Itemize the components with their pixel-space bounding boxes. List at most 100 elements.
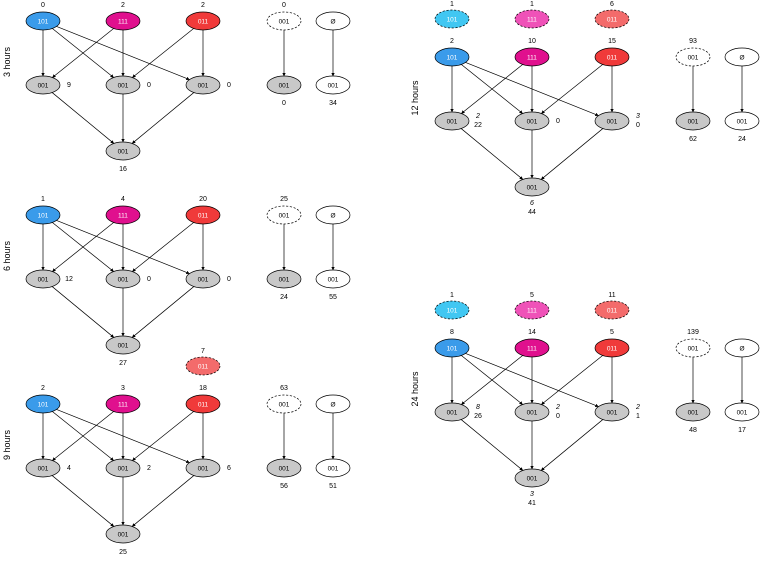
node-011-dashed-label: 011	[607, 16, 618, 23]
node-011-label: 011	[607, 345, 618, 352]
node-111: 111	[105, 205, 141, 225]
node-001-mid-label: 001	[118, 82, 129, 89]
side-bottom-count: 55	[329, 294, 337, 301]
edge	[460, 128, 524, 180]
node-001-side-white-label: 001	[328, 276, 339, 283]
node-101-dashed-shape	[434, 300, 470, 320]
node-011: 011	[594, 338, 630, 358]
node-011-label: 011	[198, 401, 209, 408]
node-101-shape	[434, 47, 470, 67]
top-count: 2	[121, 2, 125, 9]
node-001-dashed-label: 001	[279, 18, 290, 25]
node-111-shape	[514, 338, 550, 358]
node-001-mid-shape	[185, 75, 221, 95]
node-111-label: 111	[118, 18, 128, 25]
edge	[540, 128, 604, 180]
node-101-shape	[25, 394, 61, 414]
top-count: 14	[528, 329, 536, 336]
mid-count: 1	[636, 413, 640, 420]
node-empty-set: Ø	[724, 47, 760, 67]
node-111-dashed-label: 111	[527, 16, 537, 23]
node-001-mid-shape	[594, 111, 630, 131]
side-top-count: 25	[280, 196, 288, 203]
node-101-dashed-label: 101	[447, 307, 458, 314]
node-101-dashed: 101	[434, 9, 470, 29]
side-top-count: 0	[282, 2, 286, 9]
node-001-bottom-shape	[105, 141, 141, 161]
node-011: 011	[185, 205, 221, 225]
mid-count-italic: 2	[475, 113, 480, 120]
mid-count: 22	[474, 122, 482, 129]
node-empty-set-label: Ø	[330, 212, 335, 219]
node-001-side-white-shape	[315, 75, 351, 95]
side-bottom-count: 51	[329, 483, 337, 490]
node-001-mid-label: 001	[198, 276, 209, 283]
mid-count: 0	[227, 82, 231, 89]
mid-count-italic: 2	[555, 404, 560, 411]
mid-count: 0	[147, 276, 151, 283]
edge	[461, 355, 523, 405]
edge	[51, 286, 115, 338]
node-001-dashed-label: 001	[688, 54, 699, 61]
node-001-side: 001	[266, 269, 302, 289]
node-001-dashed-shape	[675, 47, 711, 67]
node-001-side-white-shape	[315, 269, 351, 289]
node-111: 111	[105, 11, 141, 31]
edge	[460, 419, 524, 471]
edge	[52, 411, 114, 461]
node-101-label: 101	[447, 54, 458, 61]
node-001-dashed-shape	[675, 338, 711, 358]
node-101-shape	[25, 11, 61, 31]
edge	[540, 419, 604, 471]
node-001-bottom: 001	[514, 468, 550, 488]
node-001-side-label: 001	[688, 409, 699, 416]
node-001-bottom: 001	[105, 335, 141, 355]
dashed-count: 6	[610, 1, 614, 8]
panel-title: 24 hours	[410, 371, 420, 407]
node-001-bottom-label: 001	[118, 342, 129, 349]
side-bottom-count: 24	[280, 294, 288, 301]
top-count: 2	[201, 2, 205, 9]
node-101-label: 101	[38, 401, 49, 408]
node-empty-set-label: Ø	[739, 345, 744, 352]
node-001-mid-shape	[594, 402, 630, 422]
bottom-count: 25	[119, 549, 127, 556]
node-101-shape	[25, 205, 61, 225]
node-empty-set: Ø	[315, 205, 351, 225]
node-011-label: 011	[607, 54, 618, 61]
node-001-mid-shape	[105, 75, 141, 95]
dashed-count: 1	[450, 292, 454, 299]
node-001-bottom: 001	[105, 141, 141, 161]
node-001-mid: 001	[514, 402, 550, 422]
top-count: 8	[450, 329, 454, 336]
side-bottom-count: 48	[689, 427, 697, 434]
top-count: 2	[450, 38, 454, 45]
node-001-dashed: 001	[266, 205, 302, 225]
node-001-side-white-shape	[724, 402, 760, 422]
node-001-dashed-shape	[266, 11, 302, 31]
node-001-side-white: 001	[315, 458, 351, 478]
node-001-side-label: 001	[279, 82, 290, 89]
bottom-count-italic: 6	[530, 200, 534, 207]
dashed-count: 5	[530, 292, 534, 299]
panel-title: 6 hours	[2, 240, 12, 271]
node-001-dashed-shape	[266, 205, 302, 225]
node-011-shape	[594, 338, 630, 358]
node-001-mid-label: 001	[447, 118, 458, 125]
node-001-bottom-shape	[514, 177, 550, 197]
node-101: 101	[434, 47, 470, 67]
mid-count: 26	[474, 413, 482, 420]
node-empty-set-shape	[724, 338, 760, 358]
node-001-mid-label: 001	[198, 465, 209, 472]
node-001-mid-shape	[105, 458, 141, 478]
side-bottom-count: 0	[282, 100, 286, 107]
mid-count-italic: 2	[635, 404, 640, 411]
node-111-dashed: 111	[514, 9, 550, 29]
node-empty-set: Ø	[315, 394, 351, 414]
node-001-mid-shape	[25, 269, 61, 289]
top-count: 3	[121, 385, 125, 392]
node-001-bottom-shape	[105, 524, 141, 544]
top-count: 5	[610, 329, 614, 336]
